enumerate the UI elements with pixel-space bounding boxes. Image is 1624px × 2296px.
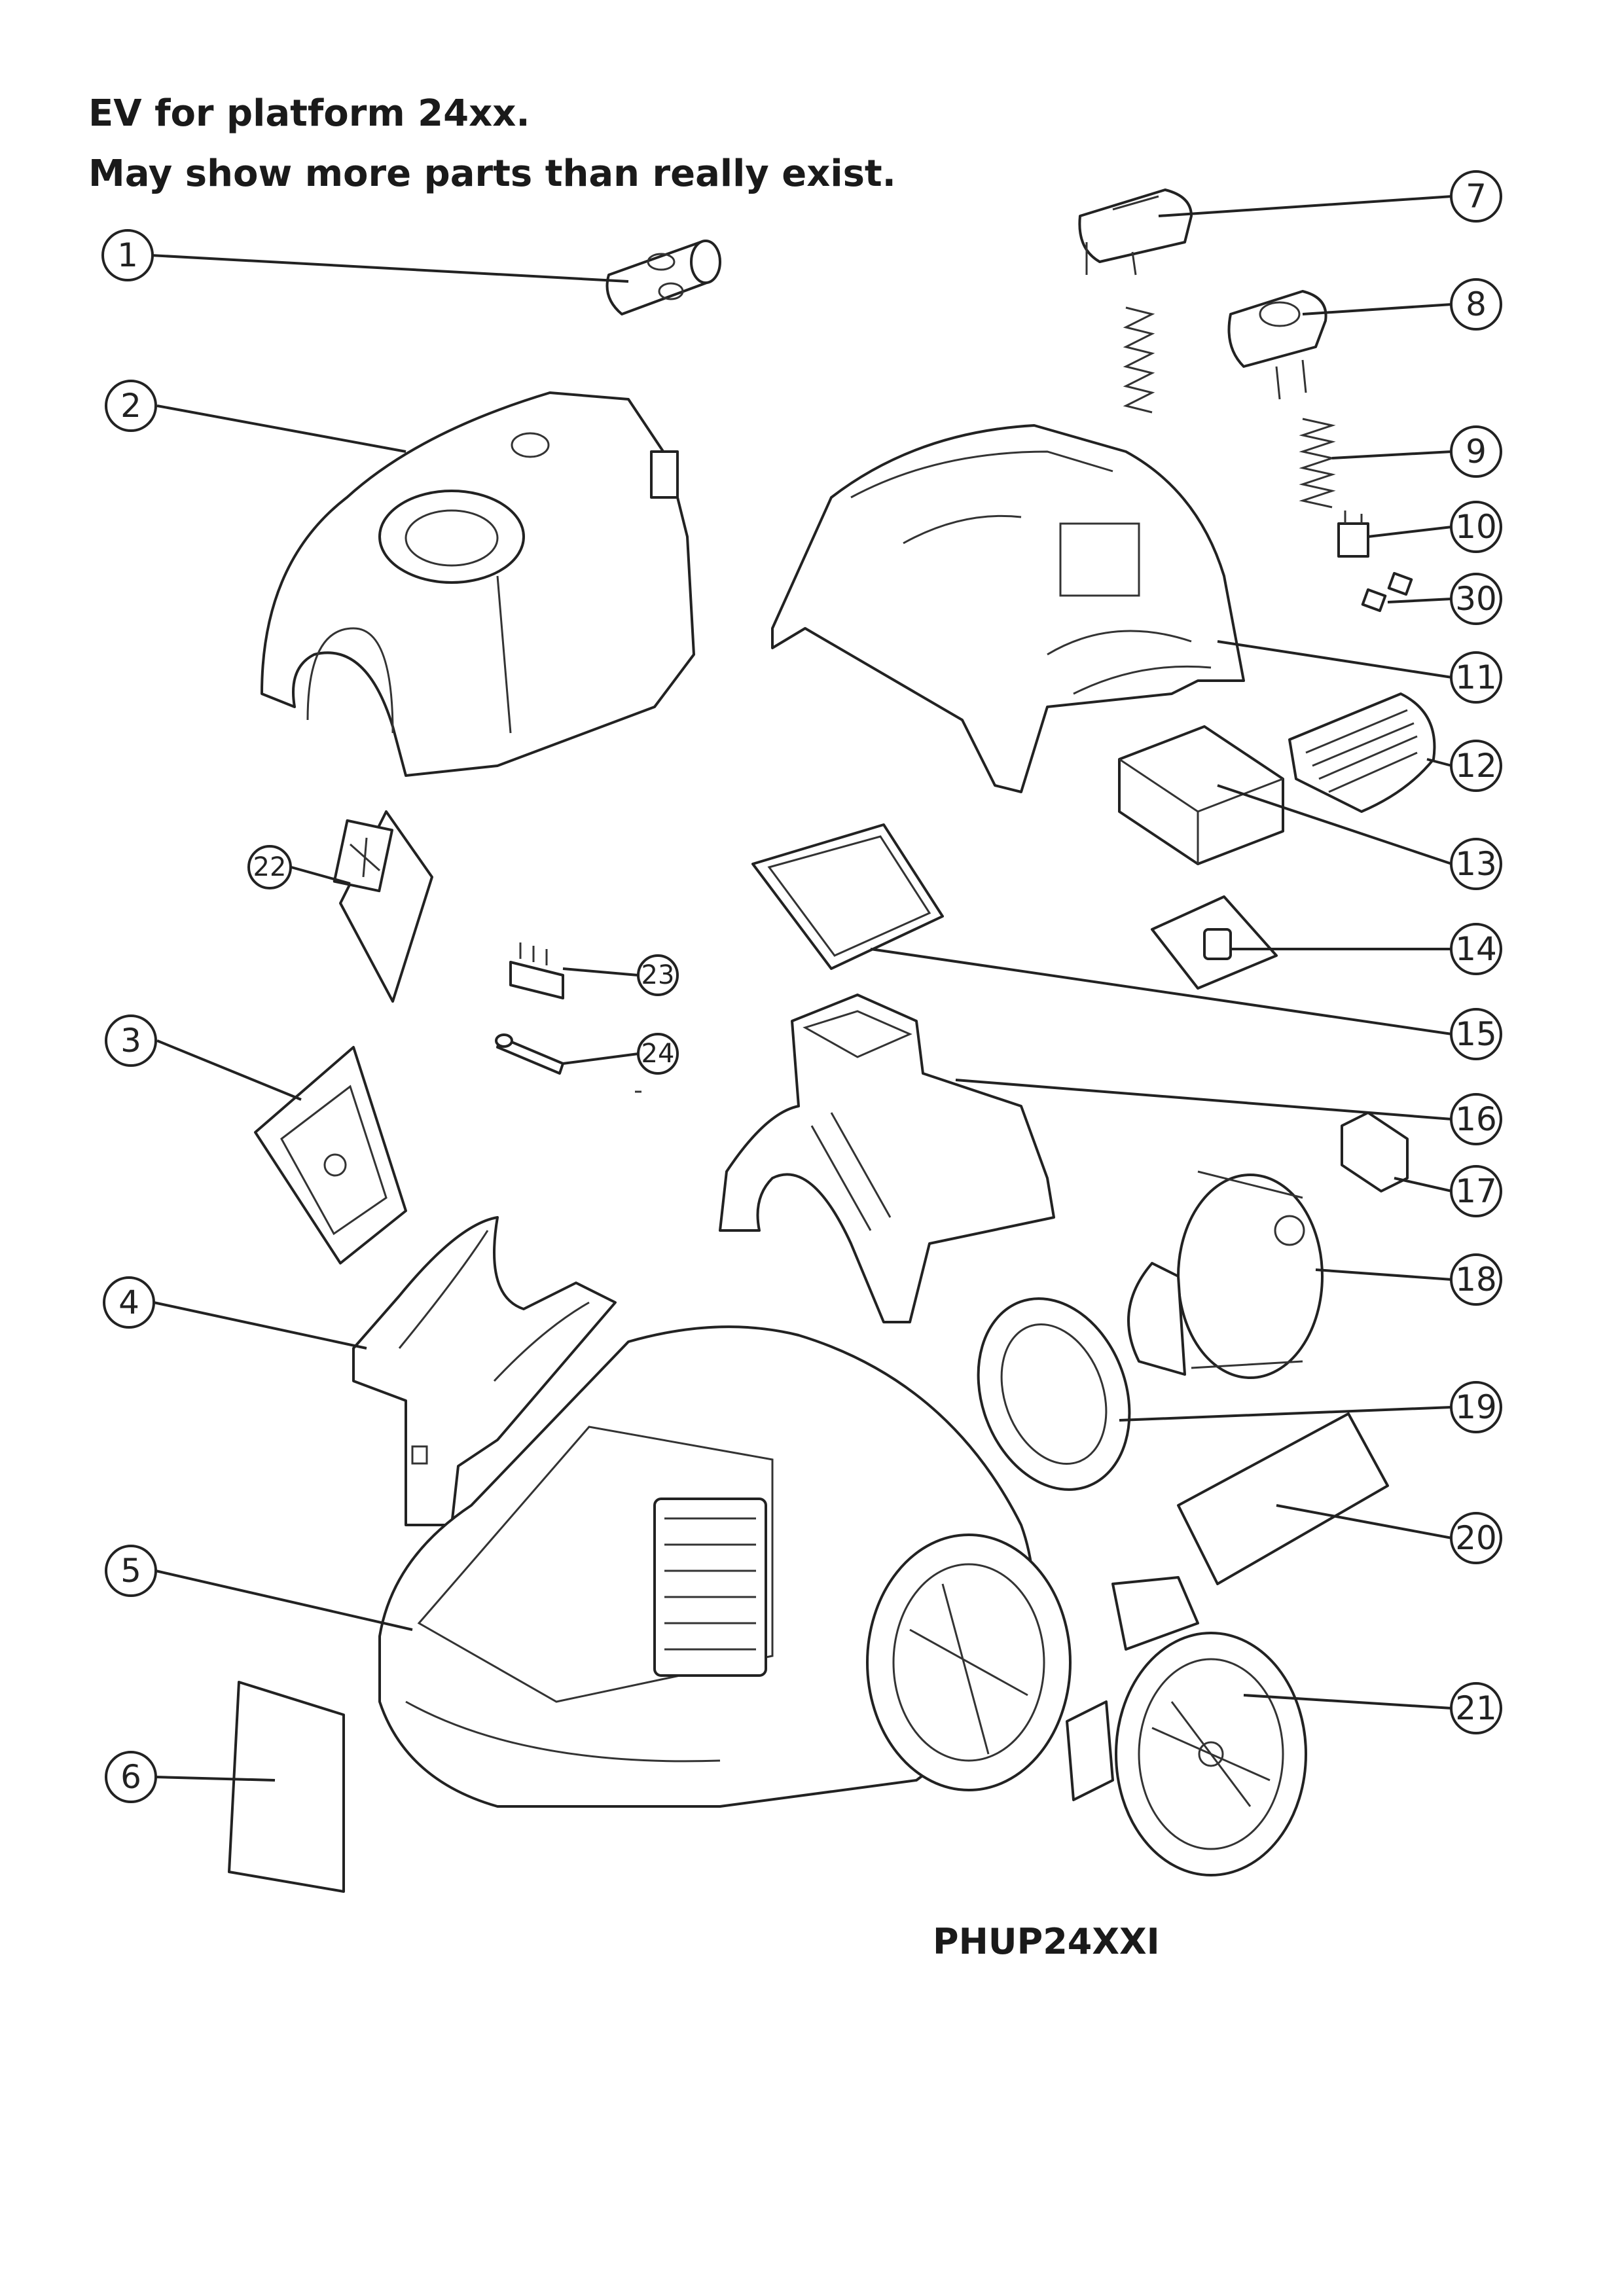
callout-9: 9 [1450,425,1502,478]
callout-14: 14 [1450,923,1502,975]
callout-label-1: 1 [117,236,138,274]
callout-8: 8 [1450,278,1502,331]
callout-13: 13 [1450,838,1502,890]
callout-20: 20 [1450,1512,1502,1564]
callout-label-17: 17 [1455,1172,1497,1210]
part-19-ring-seal [977,1297,1131,1491]
part-18-motor [1127,1170,1324,1379]
callout-23: 23 [637,954,679,996]
callout-5: 5 [105,1545,157,1597]
callout-7: 7 [1450,170,1502,223]
part-4-bracket [352,1216,617,1526]
callout-24: 24 [637,1033,679,1075]
callout-label-20: 20 [1455,1519,1497,1557]
part-12-grille [1288,692,1436,813]
part-7-handle-cover [1078,188,1193,276]
part-24-switch-lever [495,1033,564,1075]
callout-label-21: 21 [1455,1689,1497,1727]
title-line-1: EV for platform 24xx. [88,92,530,135]
callout-label-14: 14 [1455,930,1497,968]
callout-19: 19 [1450,1381,1502,1433]
part-3-bag-plate [254,1046,407,1265]
part-1-hose-connector [605,240,721,315]
part-20-foil-sheet [1177,1412,1389,1585]
callout-label-12: 12 [1455,747,1497,785]
callout-label-22: 22 [253,852,287,882]
part-10-switch [1337,511,1369,558]
part-15-filter-frame [751,823,944,970]
callout-11: 11 [1450,651,1502,704]
callout-label-10: 10 [1455,508,1497,546]
callout-label-11: 11 [1455,658,1497,696]
leader-lines [150,195,1453,1782]
part-21-cable-reel [1066,1576,1307,1876]
callout-label-2: 2 [120,387,141,425]
callout-label-13: 13 [1455,845,1497,883]
callout-label-24: 24 [641,1039,675,1069]
model-code: PHUP24XXI [933,1921,1160,1962]
part-8-button [1227,290,1327,400]
part-16-inner-frame [719,994,1055,1323]
callout-label-6: 6 [120,1758,141,1796]
callout-16: 16 [1450,1093,1502,1145]
callout-12: 12 [1450,740,1502,792]
part-22-bag-label [333,810,433,1003]
callout-10: 10 [1450,501,1502,553]
callout-label-18: 18 [1455,1261,1497,1299]
diagram-title: EV for platform 24xx. May show more part… [88,84,896,204]
part-6-label-sheet [228,1681,345,1893]
callout-label-5: 5 [120,1552,141,1590]
callout-label-3: 3 [120,1022,141,1060]
callout-label-16: 16 [1455,1100,1497,1138]
callout-label-4: 4 [118,1283,139,1321]
callout-1: 1 [101,229,154,281]
callout-17: 17 [1450,1165,1502,1217]
callout-30: 30 [1450,573,1502,625]
callout-6: 6 [105,1751,157,1803]
callout-label-9: 9 [1466,433,1487,471]
part-23-connector-block [509,942,564,999]
callout-3: 3 [105,1014,157,1067]
callout-label-7: 7 [1466,177,1487,215]
part-11-upper-housing [771,424,1245,793]
callout-label-8: 8 [1466,285,1487,323]
callout-21: 21 [1450,1682,1502,1734]
callout-label-23: 23 [641,960,675,990]
part-13-filter-block [1118,725,1284,865]
callout-label-19: 19 [1455,1388,1497,1426]
part-30-clips [1361,571,1413,613]
title-line-2: May show more parts than really exist. [88,152,896,195]
part-spring-upper [1123,306,1155,414]
callout-4: 4 [103,1276,155,1329]
part-2-top-cover [261,391,695,777]
callout-15: 15 [1450,1008,1502,1060]
callout-18: 18 [1450,1253,1502,1306]
callout-22: 22 [247,845,292,889]
part-9-spring [1299,418,1336,509]
callout-label-30: 30 [1455,580,1497,618]
part-5-main-housing [378,1325,1072,1808]
part-14-foam-pad [1151,895,1278,990]
callout-label-15: 15 [1455,1015,1497,1053]
callout-2: 2 [105,380,157,432]
